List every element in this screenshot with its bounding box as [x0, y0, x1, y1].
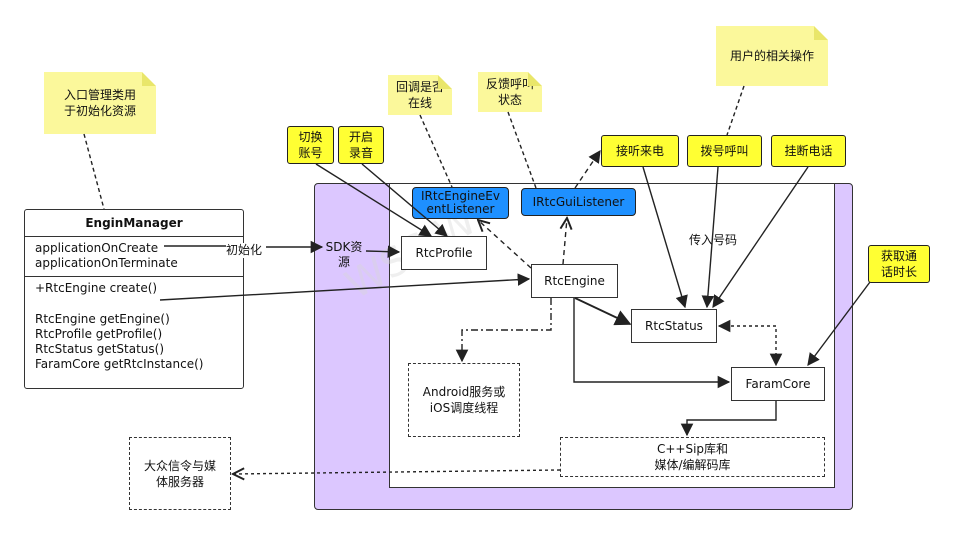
lifecycle-methods: applicationOnCreate applicationOnTermina…: [25, 237, 243, 277]
class-name: EnginManager: [25, 210, 243, 237]
edge-core-sip: [680, 401, 777, 437]
method-create: +RtcEngine create(): [35, 281, 158, 295]
rtc-engine-label: RtcEngine: [544, 274, 605, 288]
method-get-profile: RtcProfile getProfile(): [35, 327, 163, 341]
engin-manager-class: EnginManager applicationOnCreate applica…: [24, 209, 244, 389]
sdk-resource-label: SDK资源: [323, 240, 365, 270]
callout-user-ops: [726, 85, 745, 136]
method-get-status: RtcStatus getStatus(): [35, 342, 164, 356]
rtc-profile-label: RtcProfile: [415, 246, 473, 260]
gui-listener-label: IRtcGuiListener: [532, 194, 625, 209]
method-on-create: applicationOnCreate: [35, 241, 159, 255]
hangup-call-button[interactable]: 挂断电话: [771, 135, 846, 167]
signaling-server-label: 大众信令与媒体服务器: [144, 458, 217, 489]
edge-answer-status: [642, 166, 688, 309]
edge-gui-answer: [574, 149, 601, 189]
public-methods: +RtcEngine create() RtcEngine getEngine(…: [25, 277, 243, 374]
sip-lib-box: C++Sip库和媒体/编解码库: [560, 437, 825, 477]
get-call-duration-label: 获取通话时长: [880, 249, 917, 279]
note-feedback-call-text: 反馈呼叫状态: [486, 77, 535, 107]
answer-call-label: 接听来电: [615, 144, 664, 158]
note-user-ops-text: 用户的相关操作: [729, 49, 814, 63]
faram-core-box: FaramCore: [731, 367, 825, 401]
edge-engine-android: [455, 298, 552, 363]
callout-feedback-call: [507, 111, 537, 189]
edge-duration-core: [807, 281, 871, 367]
signaling-server-box: 大众信令与媒体服务器: [129, 437, 231, 510]
edge-status-core: [717, 319, 783, 367]
rtc-profile-box: RtcProfile: [401, 236, 487, 270]
sdk-resource-text: SDK资源: [325, 240, 363, 269]
method-get-engine: RtcEngine getEngine(): [35, 312, 170, 326]
edge-hangup-status: [712, 166, 809, 309]
switch-account-button[interactable]: 切换账号: [287, 126, 334, 164]
rtc-engine-box: RtcEngine: [531, 264, 618, 298]
edge-switch-profile: [315, 163, 433, 237]
init-label: 初始化: [226, 243, 263, 258]
edge-engine-event-listener: [478, 220, 532, 269]
note-feedback-call: 反馈呼叫状态: [478, 72, 542, 112]
edge-create-engine: [159, 273, 531, 301]
callout-entry: [83, 133, 105, 210]
method-on-terminate: applicationOnTerminate: [35, 256, 178, 270]
note-entry-text: 入口管理类用于初始化资源: [63, 88, 136, 118]
edge-engine-status: [574, 297, 632, 326]
dial-call-button[interactable]: 拨号呼叫: [687, 135, 762, 167]
rtc-status-box: RtcStatus: [631, 309, 717, 343]
faram-core-label: FaramCore: [745, 377, 811, 391]
pass-number-label: 传入号码: [689, 233, 738, 248]
edge-dial-status: [701, 166, 719, 309]
dial-call-label: 拨号呼叫: [700, 144, 749, 158]
note-callback-online-text: 回调是否在线: [396, 80, 445, 110]
note-entry: 入口管理类用于初始化资源: [44, 72, 156, 134]
answer-call-button[interactable]: 接听来电: [601, 135, 679, 167]
get-call-duration-button[interactable]: 获取通话时长: [868, 245, 930, 283]
start-recording-label: 开启录音: [348, 130, 373, 160]
callout-callback-online: [419, 114, 453, 188]
engine-event-listener-box: IRtcEngineEventListener: [412, 187, 509, 219]
edge-engine-gui-listener: [563, 218, 567, 265]
note-user-ops: 用户的相关操作: [716, 26, 828, 86]
edge-sdk-profile: [365, 245, 401, 258]
hangup-call-label: 挂断电话: [784, 144, 833, 158]
switch-account-label: 切换账号: [298, 130, 323, 160]
sip-lib-label: C++Sip库和媒体/编解码库: [654, 442, 731, 472]
android-service-label: Android服务或iOS调度线程: [422, 385, 506, 415]
gui-listener-box: IRtcGuiListener: [521, 188, 636, 216]
method-get-rtc-instance: FaramCore getRtcInstance(): [35, 357, 204, 371]
engine-event-listener-label: IRtcEngineEventListener: [421, 189, 500, 216]
rtc-status-label: RtcStatus: [645, 319, 703, 333]
edge-sip-signaling: [233, 470, 561, 474]
edge-record-profile: [361, 163, 448, 237]
android-service-box: Android服务或iOS调度线程: [408, 363, 520, 437]
edge-engine-core: [573, 298, 731, 389]
start-recording-button[interactable]: 开启录音: [338, 126, 384, 164]
note-callback-online: 回调是否在线: [388, 75, 452, 115]
